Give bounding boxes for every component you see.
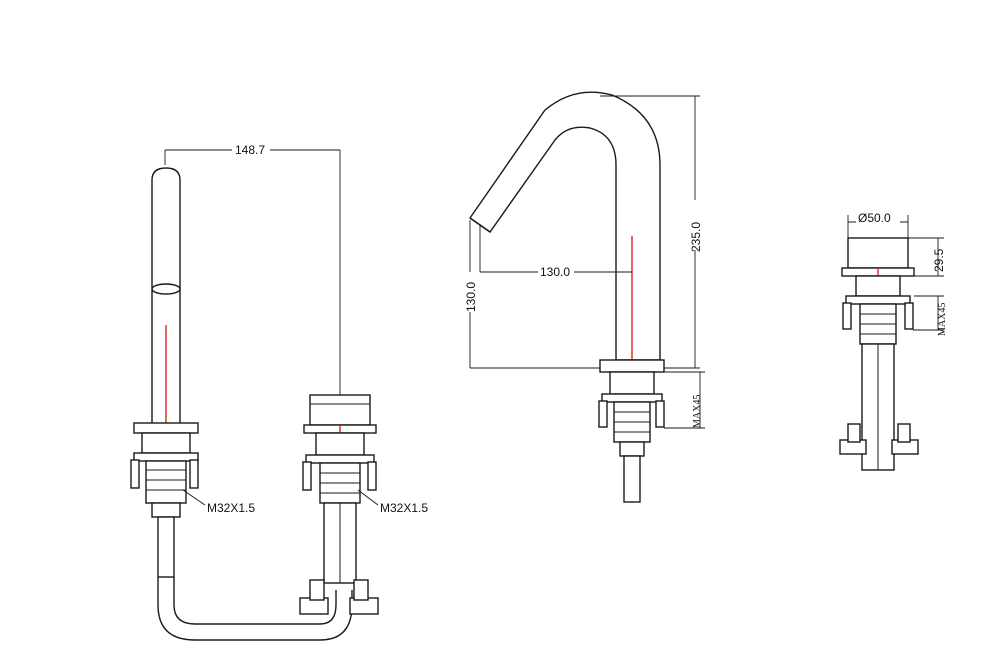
dim-label-max45-middle: MAX45 [692, 395, 703, 428]
left-spout-base: M32X1.5 [130, 422, 255, 578]
hose-loop-inner [173, 577, 337, 625]
middle-assembly: 235.0 130.0 130.0 [462, 91, 705, 503]
dim-label-29-5: 29.5 [932, 248, 946, 272]
dim-label-reach: 130.0 [540, 265, 570, 279]
left-valves [299, 579, 379, 615]
right-assembly: Ø50.0 29.5 [839, 210, 948, 471]
dim-label-height: 130.0 [464, 282, 478, 312]
left-assembly: 148.7 M32X1.5 [130, 142, 428, 641]
left-handle: M32X1.5 [302, 394, 428, 584]
dimension-max45-middle: MAX45 [664, 371, 705, 429]
dimension-235: 235.0 [600, 95, 703, 369]
dimension-reach-130: 130.0 [479, 225, 632, 279]
middle-base [598, 359, 665, 503]
right-handle [841, 237, 915, 471]
dimension-height-130: 130.0 [462, 220, 610, 369]
dimension-diameter: Ø50.0 [847, 210, 909, 238]
dimension-max45-right: MAX45 [913, 295, 948, 336]
right-valves [839, 423, 919, 455]
dimension-148-7: 148.7 [164, 142, 341, 395]
thread-label-right: M32X1.5 [380, 501, 428, 515]
curved-spout [469, 91, 661, 361]
dim-label-235: 235.0 [689, 222, 703, 252]
hose-loop [157, 577, 353, 641]
left-spout [151, 167, 181, 445]
dim-label-max45-right: MAX45 [937, 303, 948, 336]
dim-label-diameter: Ø50.0 [858, 211, 891, 225]
dimension-29-5: 29.5 [908, 237, 946, 277]
thread-label-left: M32X1.5 [207, 501, 255, 515]
dim-label-148-7: 148.7 [235, 143, 265, 157]
